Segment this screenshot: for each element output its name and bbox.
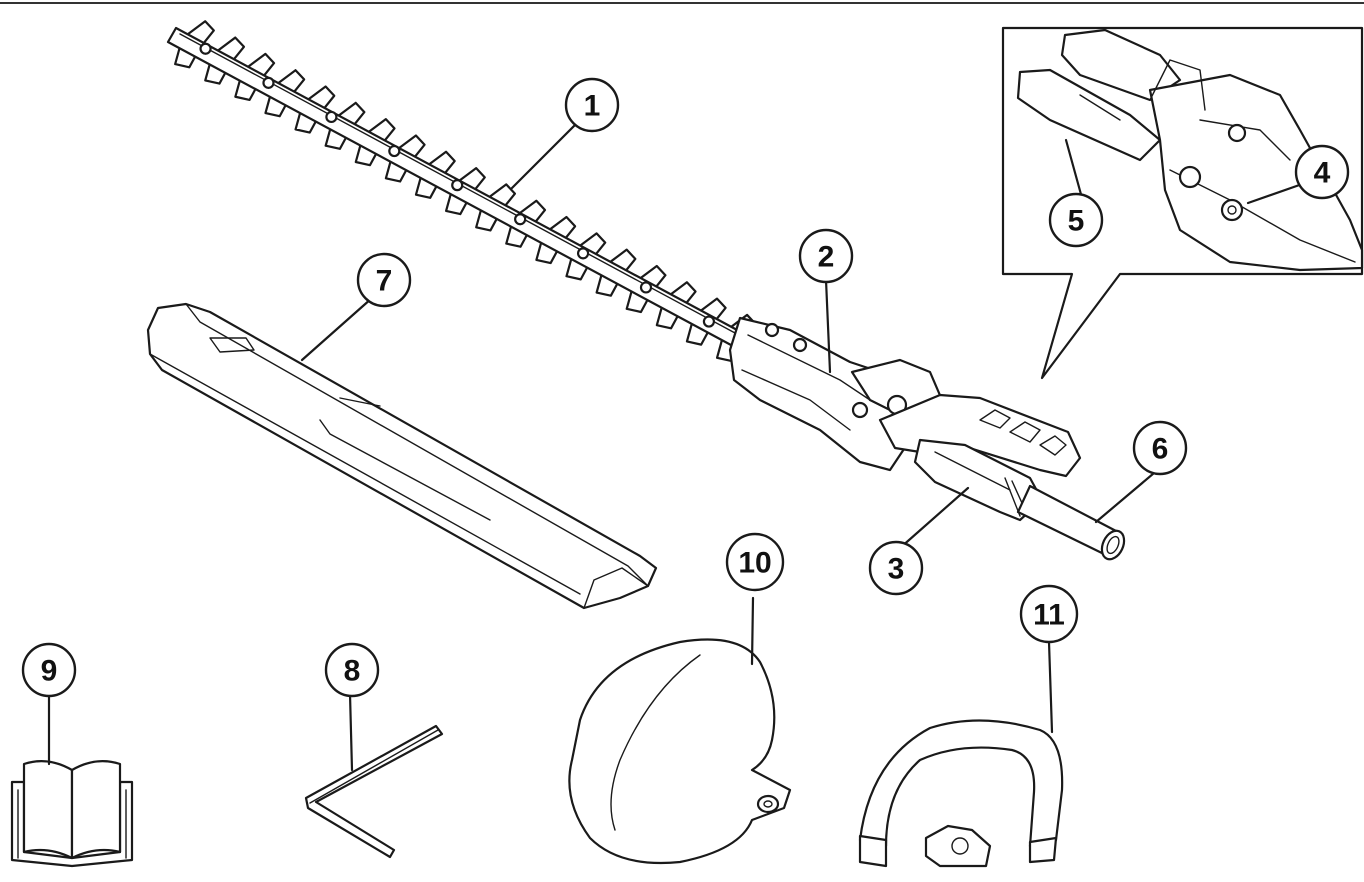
- blade-cover: [146, 302, 658, 610]
- callout-1: 1: [564, 77, 620, 133]
- callout-number: 8: [344, 655, 361, 688]
- callout-number: 6: [1152, 433, 1169, 466]
- callout-circle: [868, 540, 924, 596]
- callout-number: 3: [888, 553, 905, 586]
- callout-circle: [798, 228, 854, 284]
- callout-4: 4: [1294, 144, 1350, 200]
- callout-number: 9: [41, 655, 58, 688]
- callout-circle: [1132, 420, 1188, 476]
- callout-circle: [564, 77, 620, 133]
- callouts: 1 2 3 4 5 6 7 8 9 10 11: [21, 77, 1350, 698]
- callout-9: 9: [21, 642, 77, 698]
- shaft-coupling-grip: [913, 438, 1044, 522]
- hex-wrench: [304, 724, 444, 859]
- callout-number: 5: [1068, 205, 1085, 238]
- callout-circle: [21, 642, 77, 698]
- blade-bolt: [702, 315, 716, 328]
- callout-8: 8: [324, 642, 380, 698]
- blade-bolt: [388, 144, 401, 158]
- instruction-manual: [10, 759, 134, 868]
- detail-inset: [1001, 26, 1364, 380]
- callout-number: 10: [738, 547, 771, 580]
- callout-circle: [1294, 144, 1350, 200]
- blade-bolt: [325, 110, 338, 124]
- callout-circle: [1048, 192, 1104, 248]
- leader-lines: [47, 118, 1310, 772]
- callout-7: 7: [356, 252, 412, 308]
- callout-circle: [356, 252, 412, 308]
- callout-3: 3: [868, 540, 924, 596]
- shaft-tube: [1016, 484, 1126, 561]
- blade-bolt: [199, 42, 212, 55]
- callout-2: 2: [798, 228, 854, 284]
- blade-bolt: [262, 76, 275, 89]
- blade-bolt: [451, 179, 464, 192]
- blade-bolt: [576, 247, 590, 260]
- angle-lever-main: [878, 393, 1082, 478]
- blade-bolt: [514, 213, 527, 226]
- loop-handle: [858, 719, 1064, 868]
- callout-number: 2: [818, 241, 835, 274]
- callout-circle: [324, 642, 380, 698]
- cutter-blade: [166, 20, 757, 363]
- callout-number: 11: [1033, 599, 1065, 632]
- shoulder-guard: [568, 638, 792, 865]
- blade-bolt: [639, 281, 653, 294]
- callout-5: 5: [1048, 192, 1104, 248]
- callout-11: 11: [1019, 584, 1079, 644]
- callout-number: 7: [376, 265, 393, 298]
- callout-6: 6: [1132, 420, 1188, 476]
- callout-circle: [1019, 584, 1079, 644]
- callout-circle: [725, 532, 785, 592]
- callout-number: 1: [584, 90, 601, 123]
- callout-number: 4: [1314, 157, 1331, 190]
- callout-10: 10: [725, 532, 785, 592]
